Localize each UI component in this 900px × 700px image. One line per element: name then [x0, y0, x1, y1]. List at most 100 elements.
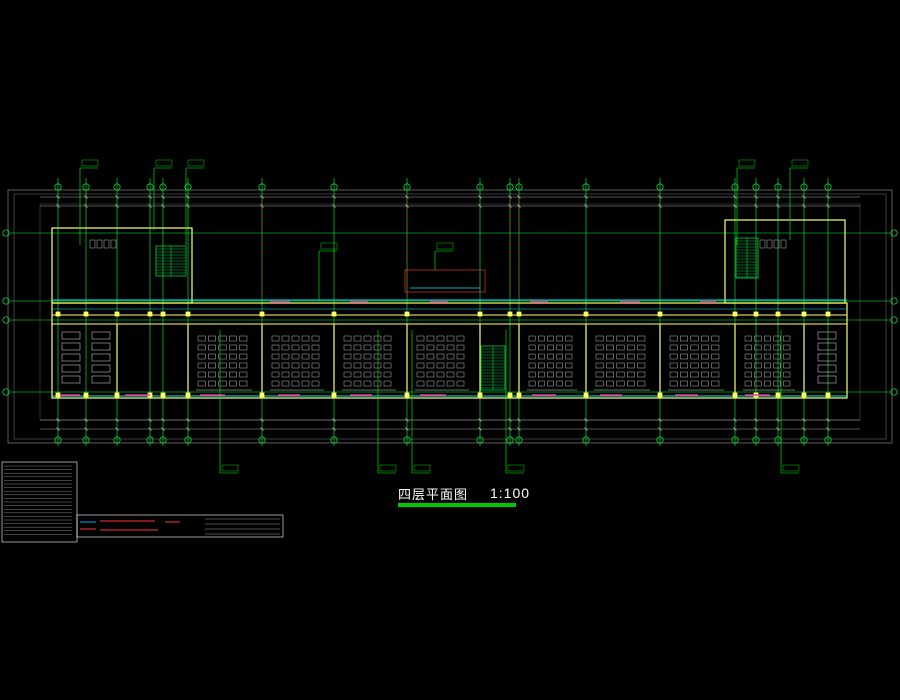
desk	[711, 362, 720, 369]
dim-tick	[584, 418, 588, 422]
dim-tick	[148, 418, 152, 422]
axis-bubble	[54, 436, 62, 444]
desk	[383, 344, 392, 351]
desk	[271, 380, 280, 387]
column	[331, 392, 337, 398]
desk	[680, 344, 689, 351]
desk	[556, 380, 563, 387]
desk	[343, 353, 352, 360]
column	[259, 311, 265, 317]
desk	[595, 362, 604, 369]
fixture	[96, 239, 103, 249]
axis-bubble	[82, 436, 90, 444]
drawing-title: 四层平面图	[398, 488, 469, 503]
desk	[301, 362, 310, 369]
dim-tick	[517, 195, 521, 199]
desk	[363, 380, 372, 387]
desk	[773, 353, 781, 360]
desk	[456, 362, 465, 369]
desk	[680, 335, 689, 342]
dim-tick	[733, 204, 737, 208]
axis-bubble	[890, 388, 898, 396]
title-underline	[398, 503, 516, 507]
callout-label	[221, 464, 239, 472]
desk	[556, 371, 563, 378]
axis-bubble	[824, 183, 832, 191]
dim-tick	[332, 204, 336, 208]
desk	[637, 344, 646, 351]
desk	[311, 380, 320, 387]
dim-tick	[478, 427, 482, 431]
axis-bubble	[824, 436, 832, 444]
dim-tick	[802, 418, 806, 422]
desk	[373, 353, 382, 360]
desk	[744, 335, 752, 342]
desk	[416, 362, 425, 369]
dim-tick	[826, 418, 830, 422]
desk	[456, 353, 465, 360]
desk	[556, 362, 563, 369]
desk	[528, 380, 536, 387]
desk	[281, 380, 290, 387]
desk	[616, 380, 625, 387]
desk	[690, 362, 699, 369]
desk	[456, 335, 465, 342]
desk	[426, 353, 435, 360]
desk	[595, 371, 604, 378]
desk	[754, 371, 762, 378]
desk	[547, 344, 554, 351]
desk	[91, 375, 111, 384]
desk	[637, 335, 646, 342]
desk	[565, 335, 573, 342]
fixture	[759, 239, 766, 249]
west-stair-block	[51, 227, 193, 304]
desk	[669, 371, 678, 378]
callout-label	[782, 464, 800, 472]
axis-bubble	[582, 183, 590, 191]
desk	[416, 380, 425, 387]
desk	[353, 362, 362, 369]
callout-label	[791, 159, 809, 167]
desk	[373, 362, 382, 369]
desk	[637, 362, 646, 369]
desk	[528, 371, 536, 378]
desk	[353, 353, 362, 360]
axis-bubble	[656, 436, 664, 444]
dim-tick	[84, 418, 88, 422]
dim-tick	[260, 427, 264, 431]
desk	[239, 353, 248, 360]
desk	[301, 371, 310, 378]
desk	[547, 371, 554, 378]
desk	[291, 335, 300, 342]
desk	[61, 342, 81, 351]
callout-label	[436, 242, 454, 250]
desk	[606, 335, 615, 342]
dim-tick	[56, 195, 60, 199]
desk	[690, 335, 699, 342]
desk	[416, 335, 425, 342]
desk	[456, 380, 465, 387]
desk	[547, 335, 554, 342]
dim-tick	[802, 427, 806, 431]
corridor-block	[51, 302, 848, 399]
desk	[436, 362, 445, 369]
desk	[301, 380, 310, 387]
desk	[301, 344, 310, 351]
column	[404, 392, 410, 398]
axis-bubble	[113, 436, 121, 444]
dim-tick	[148, 204, 152, 208]
dim-tick	[754, 204, 758, 208]
desk	[711, 371, 720, 378]
desk	[426, 362, 435, 369]
axis-bubble	[582, 436, 590, 444]
desk	[343, 362, 352, 369]
desk	[271, 353, 280, 360]
desk	[711, 335, 720, 342]
desk	[373, 344, 382, 351]
desk	[416, 353, 425, 360]
desk	[91, 364, 111, 373]
desk	[291, 362, 300, 369]
dim-tick	[161, 195, 165, 199]
desk	[701, 380, 709, 387]
dim-tick	[517, 427, 521, 431]
